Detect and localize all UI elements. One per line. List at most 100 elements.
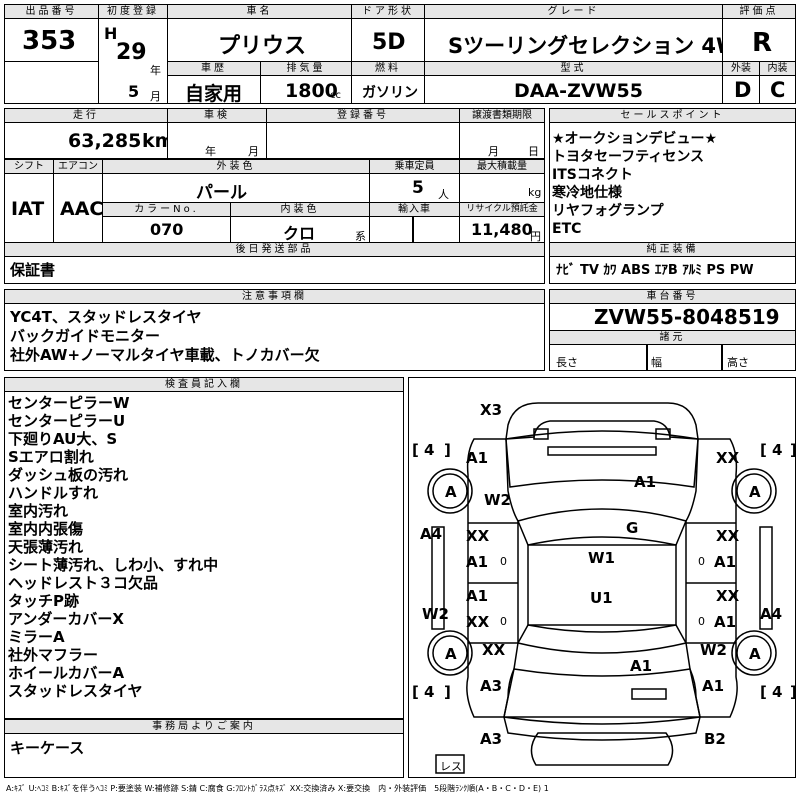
spec-length-label: 長さ — [556, 356, 578, 369]
color-no-header: カラーNo. — [102, 202, 231, 217]
interior-header: 内装 — [759, 61, 796, 76]
sales-point-item: トヨタセーフティセンス — [552, 149, 705, 165]
ext-color-cell — [102, 173, 370, 203]
inspector-note-item: センターピラーW — [8, 394, 130, 412]
mark-front-left: A1 — [466, 449, 488, 467]
tire-depth-fr: 4 — [772, 441, 782, 459]
notes-cell — [4, 303, 545, 371]
color-no: 070 — [150, 220, 184, 239]
mark-bottom-left: A3 — [480, 730, 502, 748]
office-header: 事務局よりご案内 — [4, 719, 404, 734]
tire-depth-fl-open: [ — [412, 441, 419, 459]
import-divider — [412, 216, 414, 243]
model-header: 型式 — [424, 61, 723, 76]
later-parts-header: 後日発送部品 — [4, 242, 545, 257]
reg-no-cell — [266, 122, 460, 159]
tire-depth-rr-close: ] — [790, 683, 796, 701]
mark-door-l2-top: A1 — [466, 587, 488, 605]
mark-door-l1-zero: 0 — [500, 555, 507, 568]
tire-depth-fr-open: [ — [760, 441, 767, 459]
left-bar — [431, 526, 445, 630]
history: 自家用 — [185, 83, 243, 105]
ext-color: パール — [196, 183, 247, 203]
mark-left-fender: W2 — [484, 491, 511, 509]
ext-color-header: 外装色 — [102, 159, 370, 174]
wheel-front-right — [731, 468, 777, 514]
inspection-month-unit: 月 — [248, 145, 259, 158]
exterior-cell — [722, 75, 760, 104]
hood-outline — [505, 430, 699, 488]
mark-left-w2: W2 — [422, 605, 449, 623]
mark-wheel-fr: A — [749, 483, 761, 501]
inspector-note-item: ヘッドレスト３コ欠品 — [8, 574, 159, 592]
deadline-month-unit: 月 — [488, 145, 499, 158]
score: R — [752, 28, 773, 58]
stud-label-box — [435, 754, 465, 774]
specs-header: 諸元 — [549, 330, 796, 345]
sales-point-item: 寒冷地仕様 — [552, 185, 622, 201]
grade-cell — [424, 18, 723, 62]
displacement: 1800 — [285, 80, 338, 102]
inspection-cell — [167, 122, 267, 159]
sales-point-item: ETC — [552, 221, 582, 237]
capacity-header: 乗車定員 — [369, 159, 460, 174]
mark-door-r1-zero: 0 — [698, 555, 705, 568]
windshield-outline — [516, 508, 688, 546]
mark-right-a4: A4 — [760, 605, 782, 623]
displacement-header: 排気量 — [260, 61, 352, 76]
fuel: ガソリン — [362, 85, 418, 101]
interior-score: C — [770, 78, 786, 102]
mark-door-l2-bot: XX — [466, 613, 490, 631]
grade-header: グレード — [424, 4, 723, 19]
import-header: 輸入車 — [369, 202, 460, 217]
first-reg-cell — [98, 18, 168, 104]
left-headlight — [533, 428, 549, 440]
history-header: 車歴 — [167, 61, 261, 76]
office-notes: キーケース — [10, 739, 85, 757]
deadline-day-unit: 日 — [528, 145, 539, 158]
mileage: 63,285 — [68, 130, 142, 152]
inspector-header: 検査員記入欄 — [4, 377, 404, 392]
reg-year-unit: 年 — [150, 64, 161, 77]
mileage-cell — [4, 122, 168, 159]
mileage-unit: km — [142, 130, 175, 152]
rear-bumper-outline — [503, 716, 701, 741]
plate-mark — [631, 688, 667, 700]
recycle: 11,480 — [471, 220, 533, 239]
exterior-score: D — [734, 78, 752, 102]
inspector-note-item: センターピラーU — [8, 412, 126, 430]
inspector-note-item: 室内汚れ — [8, 502, 69, 520]
interior-cell — [759, 75, 796, 104]
left-side-outline — [466, 438, 519, 718]
inspector-note-item: ハンドルすれ — [8, 484, 99, 502]
shift: IAT — [11, 198, 45, 220]
max-load-cell — [459, 173, 545, 203]
import-cell — [369, 216, 460, 243]
inspector-note-item: 室内内張傷 — [8, 520, 84, 538]
inspection-year-unit: 年 — [205, 145, 216, 158]
genuine-equipment: ﾅﾋﾞ TV ｶﾜ ABS ｴｱB ｱﾙﾐ PS PW — [556, 263, 754, 278]
reg-no-header: 登録番号 — [266, 108, 460, 123]
lot-no-header: 出品番号 — [4, 4, 99, 19]
notes-header: 注意事項欄 — [4, 289, 545, 304]
wheel-front-left-inner — [432, 473, 468, 509]
inspector-note-item: 下廻りAU大、S — [8, 430, 118, 448]
model-cell — [424, 75, 723, 104]
wheel-front-left — [427, 468, 473, 514]
mark-roof-w1: W1 — [588, 549, 615, 567]
car-damage-diagram: [ 4 ] [ 4 ] [ 4 ] [ 4 ] レス X3 A1 XX A1 A… — [412, 401, 796, 774]
mark-door-r1-top: XX — [716, 527, 740, 545]
inspector-note-item: ミラーA — [8, 628, 65, 646]
inspector-note-item: 社外マフラー — [8, 646, 99, 664]
mark-door-l1-top: XX — [466, 527, 490, 545]
specs-divider-2 — [721, 344, 723, 371]
mark-left-a4: A4 — [420, 525, 442, 543]
transfer-deadline-cell — [459, 122, 545, 159]
int-color-header: 内装色 — [230, 202, 370, 217]
max-load-header: 最大積載量 — [459, 159, 545, 174]
capacity-unit: 人 — [438, 188, 449, 201]
grade: Sツーリングセレクション 4WD — [448, 34, 757, 58]
tire-depth-rl-open: [ — [412, 683, 419, 701]
genuine-cell — [549, 256, 796, 284]
mark-roof-g: G — [626, 519, 638, 537]
